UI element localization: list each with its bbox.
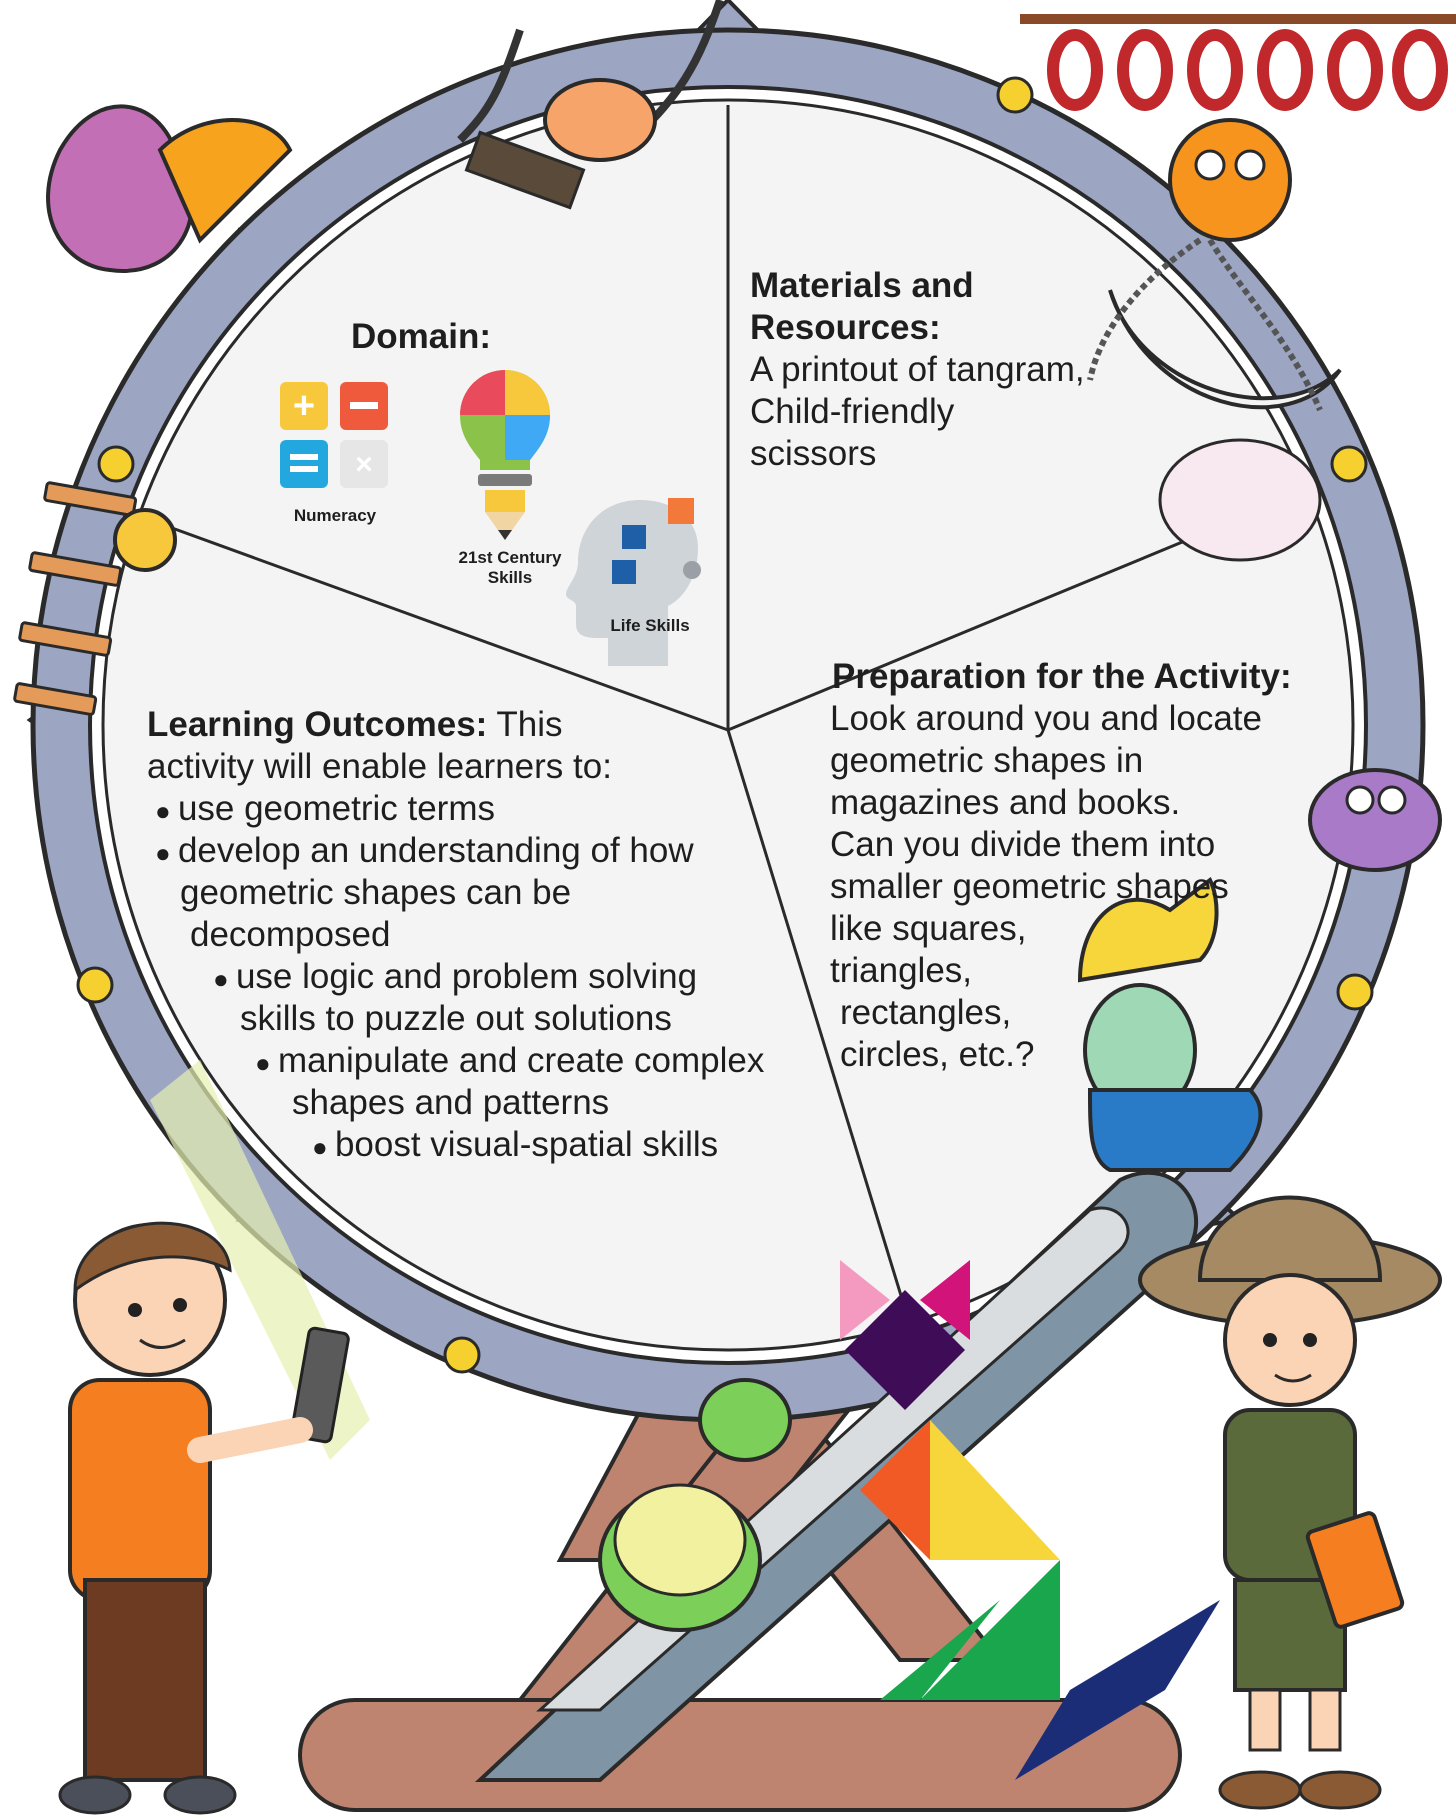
outcomes-heading: Learning Outcomes:: [147, 705, 488, 744]
outcome-bullet-cont: decomposed: [190, 915, 391, 954]
decorative-characters: [13, 0, 1456, 1172]
outcomes-intro: activity will enable learners to:: [147, 747, 612, 786]
preparation-line: like squares,: [830, 909, 1027, 948]
numeracy-icon: + ×: [280, 382, 388, 488]
outcomes-heading-row: Learning Outcomes: This: [147, 704, 563, 746]
svg-text:+: +: [293, 385, 315, 427]
preparation-line: smaller geometric shapes: [830, 867, 1229, 906]
outcome-bullet-cont: shapes and patterns: [292, 1083, 610, 1122]
tangram-fox: [840, 1260, 1220, 1780]
preparation-line: rectangles,: [840, 993, 1012, 1032]
numeracy-label: Numeracy: [293, 506, 377, 525]
wheel-spokes: [149, 105, 1321, 1326]
outcome-bullet-cont: skills to puzzle out solutions: [240, 999, 672, 1038]
preparation-line: circles, etc.?: [840, 1035, 1035, 1074]
materials-section: Materials and Resources: A printout of t…: [750, 265, 1085, 475]
materials-heading-line2: Resources:: [750, 308, 941, 347]
preparation-line: magazines and books.: [830, 783, 1181, 822]
lightbulb-puzzle-icon: [460, 370, 550, 540]
svg-text:×: ×: [355, 448, 373, 481]
preparation-body: Look around you and locate geometric sha…: [830, 698, 1262, 1076]
outcome-bullet-cont: geometric shapes can be: [180, 873, 572, 912]
head-puzzle-icon: [566, 498, 701, 666]
explorer-boy-illustration: [1138, 1195, 1442, 1810]
outcome-bullet: use geometric terms: [155, 788, 495, 832]
materials-heading-line1: Materials and: [750, 266, 974, 305]
preparation-line: geometric shapes in: [830, 741, 1144, 780]
rim-dots: [76, 76, 1374, 1374]
preparation-line: Can you divide them into: [830, 825, 1216, 864]
preparation-heading: Preparation for the Activity:: [832, 657, 1292, 696]
century-skills-label: 21st Century Skills: [458, 548, 562, 587]
boy-with-phone-illustration: [58, 1060, 370, 1815]
turtle-illustration: [598, 1378, 792, 1632]
life-skills-label: Life Skills: [610, 616, 690, 635]
domain-heading: Domain:: [351, 317, 491, 356]
preparation-line: triangles,: [830, 951, 973, 990]
materials-line: A printout of tangram,: [750, 350, 1085, 389]
outcome-bullet: manipulate and create complex: [255, 1040, 764, 1084]
materials-line: Child-friendly: [750, 392, 955, 431]
outcome-bullet: use logic and problem solving: [213, 956, 697, 1000]
preparation-line: Look around you and locate: [830, 699, 1262, 738]
materials-line: scissors: [750, 434, 877, 473]
outcome-bullet: boost visual-spatial skills: [312, 1124, 718, 1168]
outcomes-heading-tail: This: [496, 705, 563, 744]
outcome-bullet: develop an understanding of how: [155, 830, 694, 874]
